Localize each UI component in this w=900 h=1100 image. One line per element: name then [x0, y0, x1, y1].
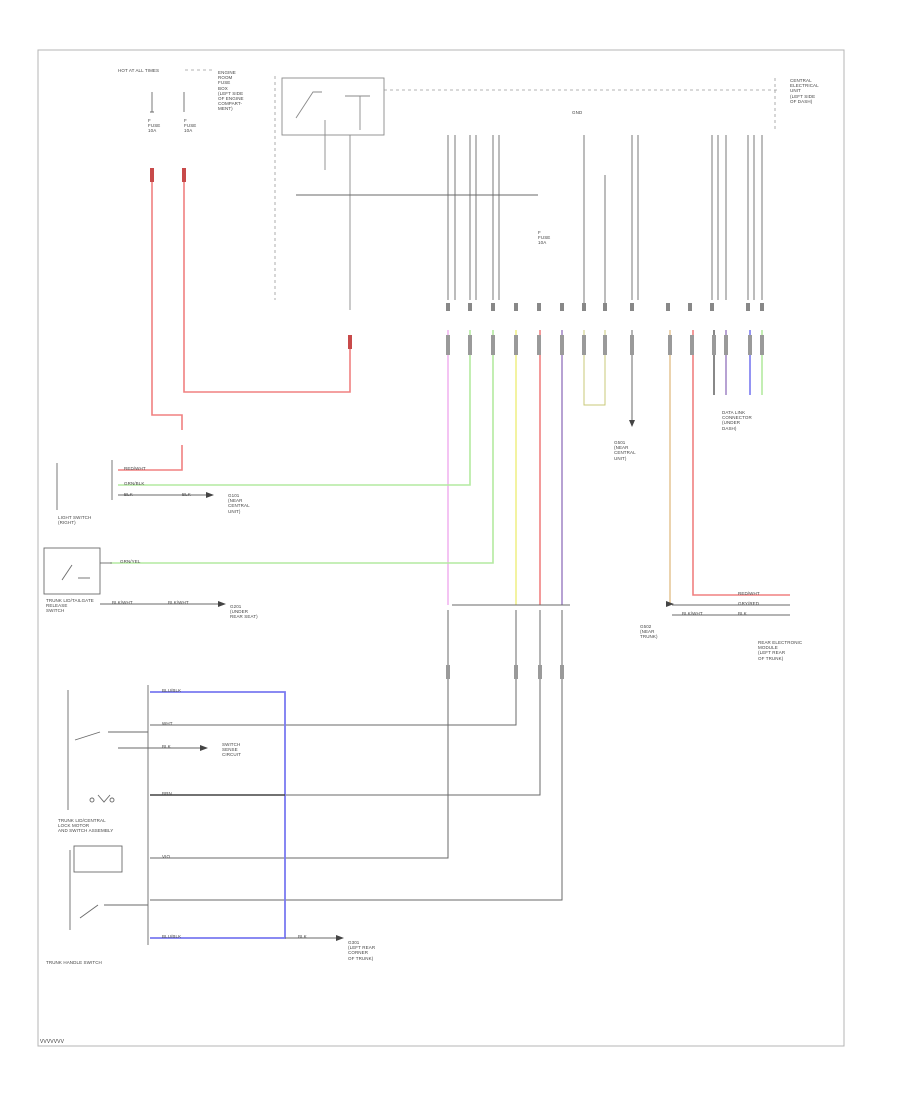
label-data-link: DATA LINK CONNECTOR (UNDER DASH)	[722, 410, 752, 431]
ground-arrow-e	[666, 601, 674, 607]
label-fuse-right: F FUSE 10A	[184, 118, 197, 134]
tag-wire-rd: RED/WHT	[124, 466, 146, 471]
light-switch-bracket	[56, 460, 113, 510]
trunk-release-switch	[43, 547, 218, 605]
connector-blocks	[446, 335, 764, 355]
tag-wire-w: WHT	[162, 721, 173, 726]
red-feed-wires	[118, 170, 790, 605]
tag-wire-bu: BLU/BLK	[162, 688, 182, 693]
blue-wire	[150, 691, 286, 939]
tag-wire-bb2: BLK/WHT	[168, 600, 189, 605]
lock-module	[67, 685, 200, 945]
tag-wire-bl: BLU/BLK	[162, 934, 182, 939]
ground-arrow	[629, 420, 635, 427]
label-ground-c: G301 (LEFT REAR CORNER OF TRUNK)	[348, 940, 376, 961]
diagram-frame	[37, 49, 845, 1047]
footer-code: VVVVVVV	[40, 1039, 65, 1045]
tag-wire-v: VIO	[162, 854, 171, 859]
connector-row	[446, 303, 764, 311]
label-ground-e: G502 (NEAR TRUNK)	[640, 624, 658, 640]
red-connector-marks	[150, 168, 352, 349]
tag-wire-br: BRN	[162, 791, 172, 796]
power-bus	[185, 69, 780, 300]
rear-connector-wires	[713, 330, 763, 395]
label-gnd-top: GND	[572, 110, 583, 115]
green-wire-light-switch	[118, 330, 471, 486]
top-feeds	[150, 92, 763, 310]
ground-arrow-d	[336, 935, 344, 941]
label-trunk-lid-switch: TRUNK LID/TAILGATE RELEASE SWITCH	[46, 598, 94, 614]
label-ground-a: G101 (NEAR CENTRAL UNIT)	[228, 493, 250, 514]
engine-relay-box	[281, 77, 385, 310]
label-central-unit: CENTRAL ELECTRICAL UNIT (LEFT SIDE OF DA…	[790, 78, 819, 104]
tag-wire-gr: GRY/RED	[738, 601, 760, 606]
lower-connector-marks	[446, 665, 564, 679]
label-light-switch: LIGHT SWITCH (RIGHT)	[58, 515, 92, 526]
label-switch-sense: SWITCH SENSE CIRCUIT	[222, 742, 241, 758]
tag-wire-blk1: BLK	[124, 492, 133, 497]
tag-wire-rdr: RED/WHT	[738, 591, 760, 596]
label-ground-b: G201 (UNDER REAR SEAT)	[230, 604, 258, 620]
label-module: TRUNK LID/CENTRAL LOCK MOTOR AND SWITCH …	[58, 818, 114, 834]
label-rear-module: REAR ELECTRONIC MODULE (LEFT REAR OF TRU…	[758, 640, 803, 661]
ground-arrow-c	[200, 745, 208, 751]
label-engine-room-box: ENGINE ROOM FUSE BOX (LEFT SIDE OF ENGIN…	[218, 70, 244, 112]
lower-gray-wires	[150, 610, 563, 901]
splice-row	[452, 604, 790, 616]
tag-wire-bb: BLK/WHT	[112, 600, 133, 605]
tag-wire-grn: GRN/YEL	[120, 559, 141, 564]
tag-wire-blk2: BLK	[182, 492, 191, 497]
label-fuse-mid: F FUSE 10A	[538, 230, 551, 246]
tag-wire-bkw2: BLK	[738, 611, 747, 616]
label-hot-all-times: HOT AT ALL TIMES	[118, 68, 160, 73]
label-ground-d: G501 (NEAR CENTRAL UNIT)	[614, 440, 636, 461]
tag-wire-gn: GRN/BLK	[124, 481, 145, 486]
ground-arrow-b	[218, 601, 226, 607]
label-trunk-handle: TRUNK HANDLE SWITCH	[46, 960, 102, 965]
green-wire-trunk-switch	[110, 330, 494, 564]
tag-wire-bkw: BLK/WHT	[682, 611, 703, 616]
trunk-handle-switch	[69, 845, 148, 930]
loop-wires	[583, 330, 633, 420]
label-fuse-left: F FUSE 10A	[148, 118, 161, 134]
tag-wire-gnd: BLK	[298, 934, 307, 939]
tag-wire-b: BLK	[162, 744, 171, 749]
ground-arrow-a	[206, 492, 214, 498]
